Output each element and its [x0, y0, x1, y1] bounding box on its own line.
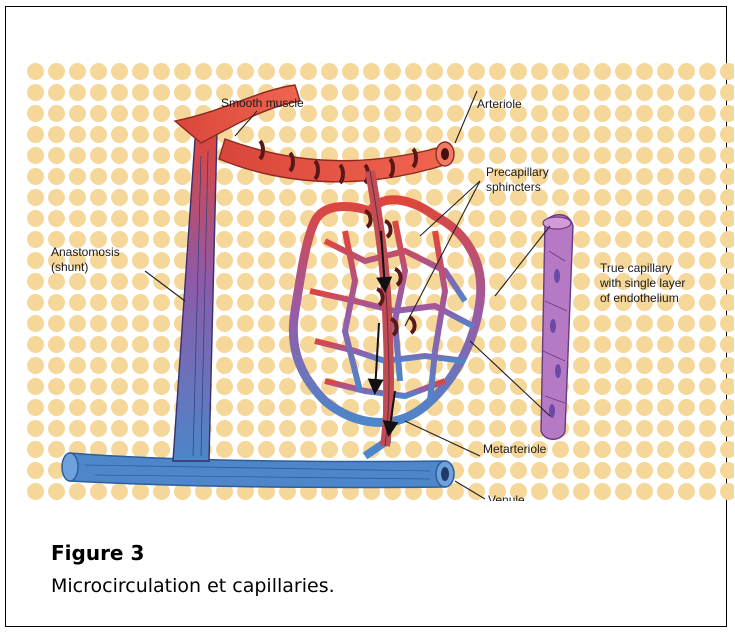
- label-single-layer: with single layer: [599, 276, 685, 290]
- label-anastomosis: Anastomosis: [51, 245, 120, 259]
- label-true-capillary: True capillary: [600, 261, 672, 275]
- label-arteriole: Arteriole: [477, 97, 522, 111]
- label-metarteriole: Metarteriole: [483, 442, 547, 456]
- figure-frame: Smooth muscle Arteriole Precapillary sph…: [5, 6, 727, 627]
- label-venule: Venule: [488, 493, 525, 501]
- label-sphincters: sphincters: [486, 180, 541, 194]
- label-smooth-muscle: Smooth muscle: [221, 96, 304, 110]
- figure-caption: Microcirculation et capillaries.: [51, 575, 335, 597]
- label-precapillary: Precapillary: [486, 165, 549, 179]
- label-shunt: (shunt): [51, 260, 88, 274]
- label-endothelium: of endothelium: [600, 291, 679, 305]
- microcirculation-illustration: Smooth muscle Arteriole Precapillary sph…: [25, 61, 734, 501]
- figure-title: Figure 3: [51, 541, 144, 565]
